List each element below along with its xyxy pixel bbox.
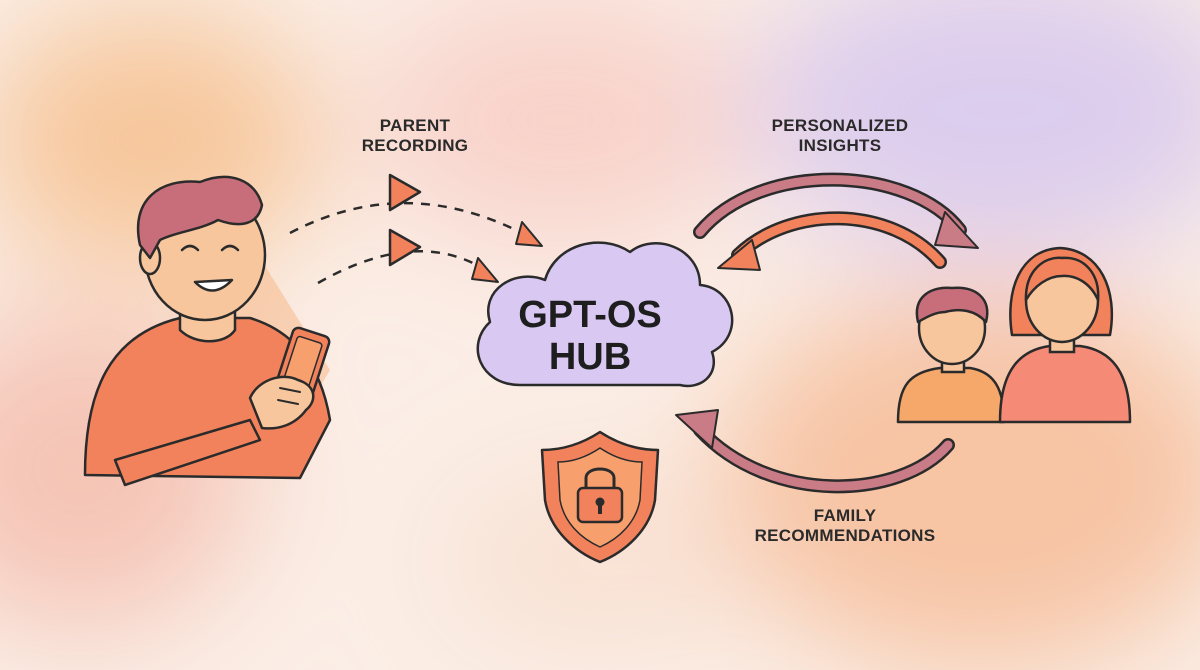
label-line: PARENT (379, 116, 451, 135)
label-line: PERSONALIZED (771, 116, 909, 135)
adult-figure (998, 246, 1132, 424)
play-icon (388, 228, 422, 267)
play-icon (388, 173, 422, 212)
hub-title-line: GPT-OS (518, 294, 662, 336)
child-figure (896, 286, 1006, 424)
label-line: INSIGHTS (798, 136, 882, 155)
label-personalized-insights: PERSONALIZED INSIGHTS (730, 116, 950, 156)
label-family-recommendations: FAMILY RECOMMENDATIONS (700, 506, 990, 546)
label-line: RECOMMENDATIONS (754, 526, 936, 545)
hub-title-line: HUB (548, 336, 632, 378)
recommendations-flow (675, 409, 955, 494)
hub-title: GPT-OS HUB (470, 294, 710, 378)
hub-cloud (476, 241, 734, 388)
insights-flow (693, 172, 979, 271)
label-line: RECORDING (361, 136, 469, 155)
label-parent-recording: PARENT RECORDING (325, 116, 505, 156)
label-line: FAMILY (813, 506, 877, 525)
shield-lock-icon (540, 430, 660, 564)
parent-recording-flow (289, 201, 543, 285)
parent-figure (83, 175, 332, 487)
